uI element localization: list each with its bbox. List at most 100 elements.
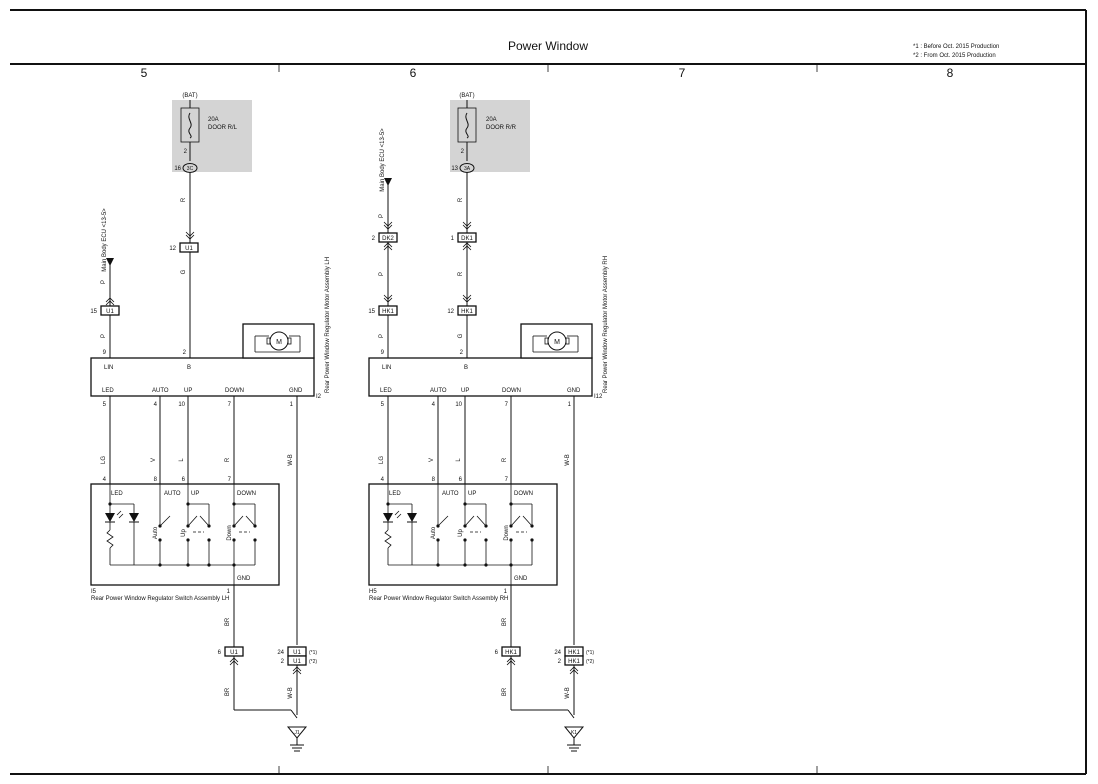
svg-text:BR: BR <box>502 617 508 626</box>
svg-text:7: 7 <box>505 477 509 483</box>
svg-text:U1: U1 <box>293 659 301 665</box>
svg-text:P: P <box>101 334 107 338</box>
connector-u1 <box>224 646 244 657</box>
motor-icon <box>547 331 567 351</box>
svg-text:2: 2 <box>281 659 285 665</box>
svg-text:4: 4 <box>432 402 436 408</box>
motor-assembly-lh <box>90 357 315 397</box>
svg-text:24: 24 <box>554 650 561 656</box>
svg-text:Down: Down <box>504 525 510 540</box>
svg-text:7: 7 <box>228 402 232 408</box>
svg-text:B: B <box>464 365 468 371</box>
svg-text:W-B: W-B <box>565 687 571 699</box>
ecu-label: Main Body ECU <13-5> <box>380 128 386 192</box>
svg-text:(*2): (*2) <box>309 659 317 665</box>
svg-text:1: 1 <box>568 402 572 408</box>
svg-text:UP: UP <box>461 388 469 394</box>
svg-text:W-B: W-B <box>565 454 571 466</box>
svg-text:Up: Up <box>458 529 464 537</box>
svg-text:9: 9 <box>103 350 107 356</box>
svg-text:LG: LG <box>379 456 385 464</box>
svg-text:(BAT): (BAT) <box>459 93 474 99</box>
svg-text:1: 1 <box>290 402 294 408</box>
connector-hk1 <box>564 655 584 666</box>
svg-text:R: R <box>458 197 464 202</box>
svg-text:2: 2 <box>461 149 465 155</box>
ecu-label: Main Body ECU <13-5> <box>102 208 108 272</box>
svg-text:DK1: DK1 <box>461 236 473 242</box>
svg-text:R: R <box>181 197 187 202</box>
svg-text:LIN: LIN <box>382 365 391 371</box>
svg-text:V: V <box>429 458 435 462</box>
svg-text:J1: J1 <box>294 730 300 736</box>
svg-text:10: 10 <box>178 402 185 408</box>
svg-text:I2: I2 <box>316 394 322 400</box>
svg-text:LIN: LIN <box>104 365 113 371</box>
svg-text:6: 6 <box>459 477 463 483</box>
svg-text:1: 1 <box>451 236 455 242</box>
svg-text:DOWN: DOWN <box>514 491 533 497</box>
svg-text:R: R <box>225 457 231 462</box>
production-note-1: *1 : Before Oct. 2015 Production <box>913 44 999 50</box>
svg-text:DOWN: DOWN <box>237 491 256 497</box>
motor-icon <box>269 331 289 351</box>
svg-text:2: 2 <box>184 149 188 155</box>
column-number: 5 <box>141 66 148 80</box>
svg-text:I12: I12 <box>594 394 603 400</box>
svg-text:L: L <box>179 458 185 462</box>
production-note-2: *2 : From Oct. 2015 Production <box>913 53 996 59</box>
svg-text:U1: U1 <box>106 309 114 315</box>
svg-text:20A: 20A <box>208 117 219 123</box>
svg-text:AUTO: AUTO <box>152 388 169 394</box>
svg-text:16: 16 <box>174 166 181 172</box>
svg-text:V: V <box>151 458 157 462</box>
diagram-frame <box>10 9 1087 775</box>
svg-text:Up: Up <box>181 529 187 537</box>
svg-text:P: P <box>379 334 385 338</box>
connector-hk1 <box>457 305 477 316</box>
connector-u1 <box>100 305 120 316</box>
svg-text:LG: LG <box>101 456 107 464</box>
svg-text:4: 4 <box>154 402 158 408</box>
svg-text:UP: UP <box>191 491 199 497</box>
svg-text:BR: BR <box>502 687 508 696</box>
svg-text:GND: GND <box>567 388 581 394</box>
svg-text:B: B <box>187 365 191 371</box>
svg-text:6: 6 <box>182 477 186 483</box>
svg-text:AUTO: AUTO <box>442 491 459 497</box>
svg-text:P: P <box>379 272 385 276</box>
svg-text:HK1: HK1 <box>568 650 580 656</box>
svg-text:6: 6 <box>495 650 499 656</box>
svg-text:DOOR R/R: DOOR R/R <box>486 125 517 131</box>
svg-text:(BAT): (BAT) <box>182 93 197 99</box>
column-number: 6 <box>410 66 417 80</box>
led-icon <box>105 510 124 523</box>
svg-text:Down: Down <box>227 525 233 540</box>
svg-text:GND: GND <box>514 576 528 582</box>
motor-assembly-name: Rear Power Window Regulator Motor Assemb… <box>325 257 331 393</box>
svg-text:G: G <box>181 269 187 274</box>
svg-text:BR: BR <box>225 617 231 626</box>
svg-text:DK2: DK2 <box>382 236 394 242</box>
connector-dk2 <box>378 232 398 243</box>
svg-text:BR: BR <box>225 687 231 696</box>
svg-text:HK1: HK1 <box>568 659 580 665</box>
svg-text:Auto: Auto <box>431 526 437 539</box>
svg-text:W-B: W-B <box>288 687 294 699</box>
svg-text:AUTO: AUTO <box>430 388 447 394</box>
svg-text:P: P <box>101 280 107 284</box>
connector-u1 <box>287 655 307 666</box>
svg-text:5: 5 <box>381 402 385 408</box>
svg-text:15: 15 <box>368 309 375 315</box>
fuse-block-lh <box>172 100 252 172</box>
svg-text:2: 2 <box>460 350 464 356</box>
svg-text:GND: GND <box>237 576 251 582</box>
svg-text:8: 8 <box>432 477 436 483</box>
svg-text:M: M <box>554 339 560 346</box>
svg-text:H5: H5 <box>369 589 377 595</box>
svg-text:2: 2 <box>372 236 376 242</box>
motor-assembly-rh <box>368 357 593 397</box>
svg-text:13: 13 <box>451 166 458 172</box>
svg-text:LED: LED <box>111 491 123 497</box>
